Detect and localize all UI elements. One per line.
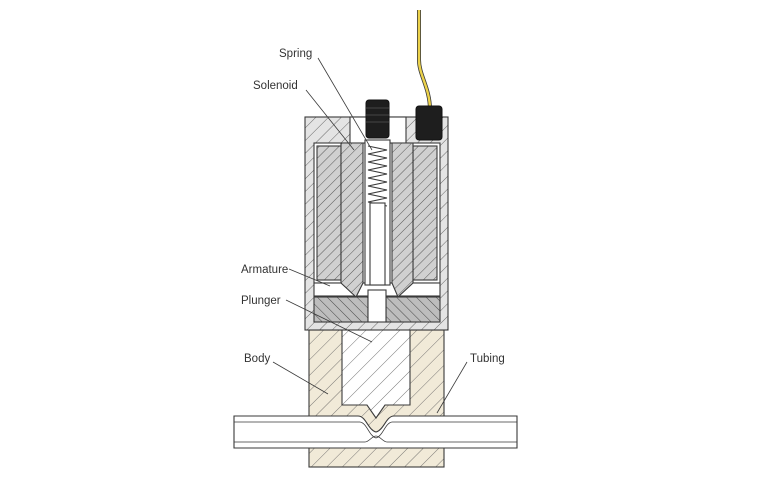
- body-leader: [272, 361, 329, 395]
- label-spring: Spring: [279, 48, 312, 60]
- armature: [313, 289, 441, 323]
- label-body: Body: [244, 353, 270, 365]
- armature-leader: [288, 268, 331, 287]
- spring-leader: [317, 57, 373, 151]
- terminal-right: [415, 105, 443, 141]
- tubing: [233, 415, 518, 449]
- wire: [417, 10, 432, 111]
- coil-right: [412, 145, 438, 281]
- terminal-left: [365, 99, 390, 139]
- spring-coil: [367, 145, 388, 207]
- plunger-leader: [285, 299, 373, 343]
- label-plunger: Plunger: [241, 295, 281, 307]
- label-solenoid: Solenoid: [253, 80, 298, 92]
- tubing-leader: [436, 361, 468, 414]
- label-armature: Armature: [241, 264, 288, 276]
- coil-left: [316, 145, 342, 281]
- spring: [364, 139, 391, 286]
- solenoid-leader: [305, 89, 355, 151]
- solenoid-core: [340, 142, 414, 298]
- label-tubing: Tubing: [470, 353, 505, 365]
